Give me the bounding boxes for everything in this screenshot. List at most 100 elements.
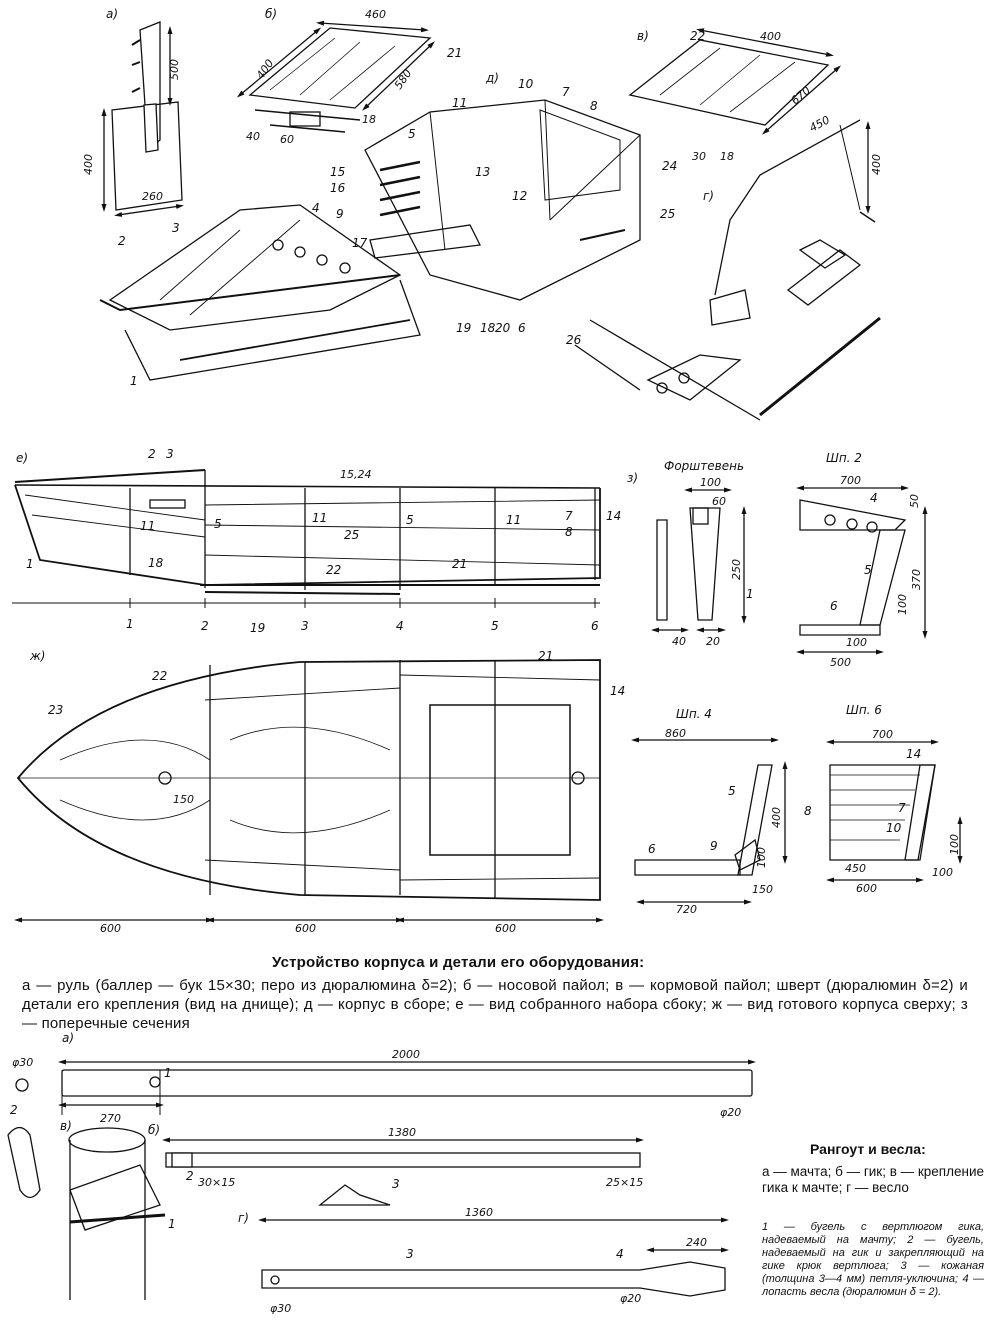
dim-rudder-height: 400 [82,154,95,175]
figure-caption-title: Устройство корпуса и детали его оборудов… [272,954,645,971]
frame4-section-drawing [631,737,788,905]
side-part-7: 7 [565,509,573,523]
sh2-part-4: 4 [870,491,878,505]
dim-sh4-400: 400 [770,807,783,828]
title-sh4: Шп. 4 [676,707,712,721]
part-7: 7 [562,85,570,99]
sh6-part-10: 10 [886,821,902,835]
rig-a-label: а) [62,1031,74,1045]
title-sh6: Шп. 6 [846,703,882,717]
part-21: 21 [447,46,462,60]
view-d-label: д) [485,71,499,85]
plan-part-23: 23 [48,703,63,717]
view-a-label: а) [106,7,118,21]
side-part-14: 14 [606,509,621,523]
side-part-2: 2 [148,447,156,461]
side-part-5b: 5 [406,513,414,527]
side-part-25: 25 [344,528,359,542]
dim-sh4-100: 100 [755,847,768,868]
side-part-11c: 11 [506,513,521,527]
part-22: 22 [690,29,705,43]
frame-number-4: 4 [396,619,404,633]
dim-mast-len: 2000 [392,1048,420,1061]
dim-stem-250: 250 [730,559,743,580]
part-numbers: 1 2 3 4 5 6 7 8 9 10 11 12 13 15 16 17 1… [10,29,921,1261]
dim-sh4-150: 150 [752,883,773,896]
dim-bow-18: 18 [362,113,376,126]
dim-plan-600b: 600 [295,922,316,935]
part-25: 25 [660,207,675,221]
dim-sh6-600: 600 [856,882,877,895]
dim-plan-600c: 600 [495,922,516,935]
bow-floorboard-drawing [236,20,435,133]
part-9: 9 [336,207,344,221]
plan-part-21: 21 [538,649,553,663]
view-e-label: е) [16,451,28,465]
figure-caption-body: а — руль (баллер — бук 15×30; перо из дю… [22,977,968,1032]
sh4-part-5: 5 [728,784,736,798]
side-part-8: 8 [565,525,573,539]
part-18: 18 [480,321,496,335]
rigging-notes: 1 — бугель с вертлюгом гика, надеваемый … [762,1221,984,1298]
part-17: 17 [352,236,368,250]
dim-sh6-100b: 100 [948,834,961,855]
view-g-label: г) [703,189,714,203]
sh4-part-9: 9 [710,839,718,853]
dim-mast-270: 270 [100,1112,121,1125]
side-part-11a: 11 [140,519,155,533]
rigging-body: а — мачта; б — гик; в — крепление гика к… [762,1164,984,1195]
dim-stern-board-width: 400 [760,30,781,43]
side-part-18: 18 [148,556,164,570]
part-12: 12 [512,189,527,203]
rig-fit-part-2: 2 [10,1103,18,1117]
dim-boom-sec1: 30×15 [198,1176,235,1189]
view-v-label: в) [637,29,649,43]
side-part-11b: 11 [312,511,327,525]
part-26: 26 [566,333,582,347]
side-part-21: 21 [452,557,467,571]
sh2-part-5: 5 [864,563,872,577]
plan-view-drawing [14,659,604,923]
dim-side-length: 15,24 [340,468,372,481]
part-4: 4 [312,201,320,215]
part-13: 13 [475,165,490,179]
sh6-part-8: 8 [804,804,812,818]
part-11: 11 [452,96,467,110]
frame-number-6: 6 [591,619,599,633]
view-b-label: б) [265,7,277,21]
frame-number-5: 5 [491,619,499,633]
part-24: 24 [662,159,677,173]
dim-plan-600a: 600 [100,922,121,935]
rig-fit-part-1: 1 [168,1217,176,1231]
rig-part-1: 1 [164,1066,172,1080]
frame-number-2: 2 [201,619,209,633]
part-8: 8 [590,99,598,113]
mast-drawing [15,1059,756,1115]
dim-oar-240: 240 [686,1236,707,1249]
dim-boom-len: 1380 [388,1126,416,1139]
plan-part-14: 14 [610,684,625,698]
dim-stem-100: 100 [700,476,721,489]
dim-bow-40: 40 [246,130,260,143]
stern-floorboard-drawing [628,28,842,135]
part-16: 16 [330,181,346,195]
part-6: 6 [518,321,526,335]
boom-drawing [162,1137,644,1168]
dim-stern-30: 30 [692,150,706,163]
stem-part-1: 1 [746,587,754,601]
dim-sh6-700: 700 [872,728,893,741]
sh4-part-6: 6 [648,842,656,856]
dim-sh2-100b: 100 [846,636,867,649]
dim-sh6-450: 450 [845,862,866,875]
dim-stem-20: 20 [706,635,720,648]
sh6-part-14: 14 [906,747,921,761]
rig-oar-part-3b: 3 [406,1247,414,1261]
rigging-title: Рангоут и весла: [810,1141,926,1157]
part-10: 10 [518,77,534,91]
centreboard-fittings-drawing [574,119,881,421]
view-z-label: з) [627,471,638,485]
dim-rudder-width: 260 [142,190,163,203]
dim-sh2-500: 500 [830,656,851,669]
frame6-section-drawing [826,739,963,883]
